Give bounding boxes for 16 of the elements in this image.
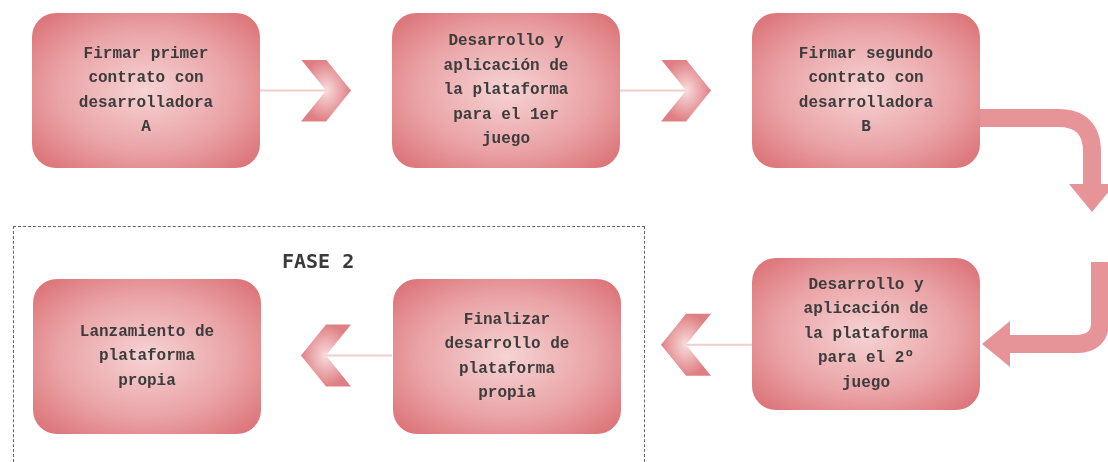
phase-heading: FASE 2 <box>282 249 355 273</box>
curved-arrow <box>980 109 1108 212</box>
step-text: Desarrollo y aplicación de la plataforma para el 1er juego <box>442 31 570 151</box>
step-text: Lanzamiento de plataforma propia <box>78 321 216 392</box>
step-text: Finalizar desarrollo de plataforma propia <box>443 309 571 404</box>
dashed-phase-frame <box>13 226 645 462</box>
step-text: Desarrollo y aplicación de la plataforma para el 2º juego <box>802 274 930 394</box>
process-box <box>752 258 980 410</box>
process-box <box>392 13 620 168</box>
process-box <box>393 279 621 434</box>
process-box <box>32 13 260 168</box>
process-box <box>33 279 261 434</box>
process-box <box>752 13 980 168</box>
step-text: Firmar primer contrato con desarrolladora A <box>77 43 215 138</box>
curved-arrow <box>982 262 1108 367</box>
step-text: Firmar segundo contrato con desarrolladora B <box>797 43 935 138</box>
